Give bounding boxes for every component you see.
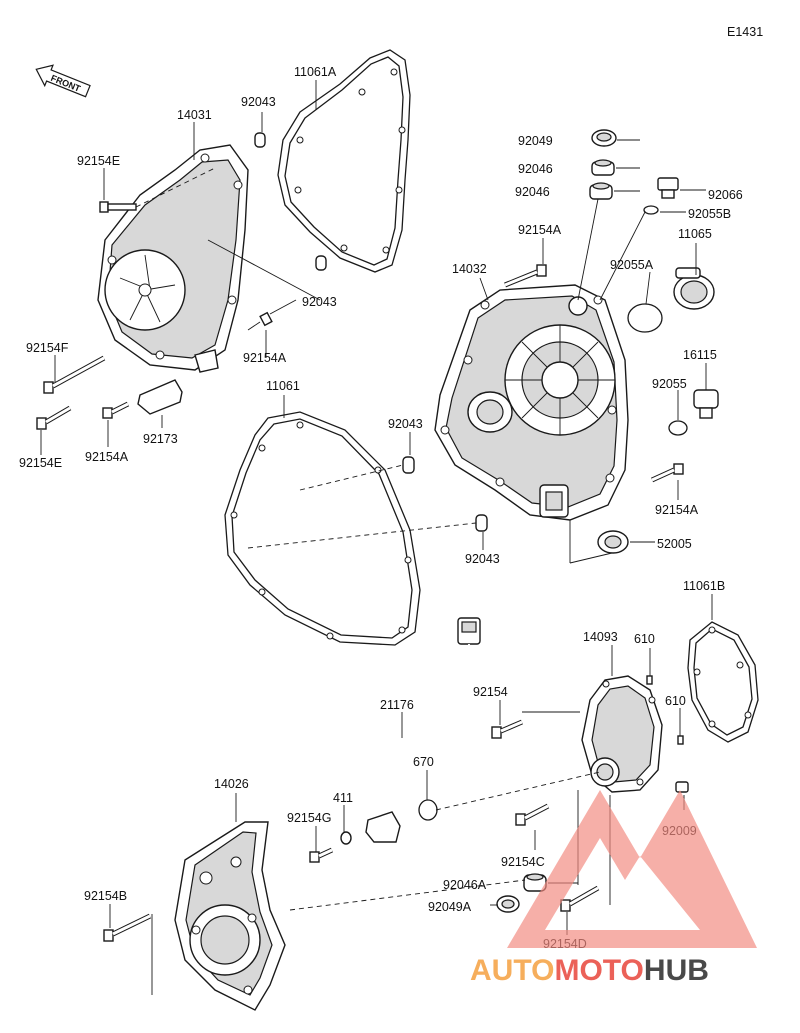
bolt-92154a-left — [259, 299, 297, 327]
label-92046-a: 92046 — [518, 162, 553, 176]
gasket-11061b-holes — [693, 626, 752, 728]
watermark-hub: HUB — [644, 954, 709, 987]
watermark-auto: AUTO — [470, 954, 554, 987]
label-670: 670 — [413, 755, 434, 769]
label-92154e-top: 92154E — [77, 154, 120, 168]
label-14031: 14031 — [177, 108, 212, 122]
gasket-11061 — [224, 411, 421, 646]
dowel-92043-mid — [315, 255, 327, 271]
bolt-92154f — [43, 355, 106, 394]
pin-610-a — [646, 675, 653, 685]
cover-14093 — [581, 675, 663, 793]
label-16115: 16115 — [683, 348, 717, 362]
bolt-92154a-bot — [102, 401, 130, 419]
washer-411 — [340, 831, 352, 845]
dowel-92043-c — [402, 456, 415, 474]
label-92154a-left: 92154A — [243, 351, 287, 365]
bolt-92009 — [675, 781, 689, 793]
label-92154e-bot: 92154E — [19, 456, 62, 470]
pin-610-b — [677, 735, 684, 745]
label-14026: 14026 — [214, 777, 249, 791]
label-92046-b: 92046 — [515, 185, 550, 199]
label-92066: 92066 — [708, 188, 743, 202]
seal-92049 — [591, 129, 617, 147]
gasket-11061b — [687, 621, 759, 743]
label-11061: 11061 — [266, 379, 300, 393]
label-11065: 11065 — [678, 227, 712, 241]
bolt-92154 — [491, 719, 523, 739]
label-92046a: 92046A — [443, 878, 487, 892]
svg-text:AUTOMOTOHUB: AUTOMOTOHUB — [470, 954, 709, 987]
part-labels: 11061A 92043 14031 92154E 92043 92154A 9… — [19, 65, 743, 951]
cap-11065 — [673, 267, 715, 310]
label-92043-c: 92043 — [388, 417, 423, 431]
dowel-92043-top — [254, 132, 266, 148]
bracket-92173 — [137, 379, 183, 415]
label-610-a: 610 — [634, 632, 655, 646]
oring-92055b — [643, 205, 659, 215]
bolt-92154e-bot — [36, 405, 72, 430]
label-92049: 92049 — [518, 134, 553, 148]
front-arrow-icon: FRONT — [35, 64, 91, 98]
watermark-logo: AUTOMOTOHUB — [470, 790, 757, 987]
bolt-92154b — [103, 913, 152, 942]
bearing-92046-a — [591, 159, 615, 176]
oring-670 — [418, 799, 438, 821]
gasket-11061a-holes — [294, 68, 406, 254]
generator-cover-14031 — [97, 144, 249, 373]
gasket-11061-holes — [230, 421, 412, 640]
seal-52005 — [597, 530, 629, 554]
label-92154a-bot: 92154A — [85, 450, 129, 464]
bolt-92154g — [309, 847, 334, 863]
label-11061a: 11061A — [294, 65, 337, 79]
label-14032: 14032 — [452, 262, 487, 276]
diagram-code: E1431 — [727, 25, 763, 39]
label-92049a: 92049A — [428, 900, 472, 914]
label-21176: 21176 — [380, 698, 414, 712]
label-92154c: 92154C — [501, 855, 545, 869]
label-92043-d: 92043 — [465, 552, 500, 566]
bolt-92154e-top — [99, 201, 137, 213]
sensor-21176 — [365, 617, 481, 843]
label-92055a: 92055A — [610, 258, 654, 272]
sprocket-cover-14026 — [174, 821, 286, 1011]
label-92154a-top: 92154A — [518, 223, 562, 237]
label-92154b: 92154B — [84, 889, 127, 903]
label-92043-mid: 92043 — [302, 295, 337, 309]
label-92154g: 92154G — [287, 811, 331, 825]
plug-92066 — [657, 177, 679, 199]
oring-92055 — [668, 420, 688, 436]
gasket-11061a — [277, 49, 411, 273]
label-92055b: 92055B — [688, 207, 731, 221]
label-92154: 92154 — [473, 685, 508, 699]
label-14093: 14093 — [583, 630, 618, 644]
clutch-cover-14032 — [434, 284, 629, 521]
bolt-92154a-right — [650, 463, 684, 483]
label-11061b: 11061B — [683, 579, 725, 593]
watermark-triangle-icon — [507, 790, 757, 948]
dipstick-16115 — [693, 389, 719, 419]
bearing-92046-b — [589, 182, 613, 200]
label-92173: 92173 — [143, 432, 178, 446]
oring-92055a — [627, 303, 663, 333]
bearing-92046a — [523, 873, 547, 892]
bolt-92154c — [515, 803, 550, 826]
watermark-moto: MOTO — [554, 954, 643, 987]
bolt-92154d — [560, 885, 600, 912]
bolt-92154a-top — [504, 264, 547, 288]
dowel-92043-d — [475, 514, 488, 532]
label-411: 411 — [333, 791, 353, 805]
label-92154f: 92154F — [26, 341, 69, 355]
label-92043-top: 92043 — [241, 95, 276, 109]
label-610-b: 610 — [665, 694, 686, 708]
label-52005: 52005 — [657, 537, 692, 551]
label-92154a-right: 92154A — [655, 503, 699, 517]
seal-92049a — [496, 895, 520, 913]
label-92055: 92055 — [652, 377, 687, 391]
